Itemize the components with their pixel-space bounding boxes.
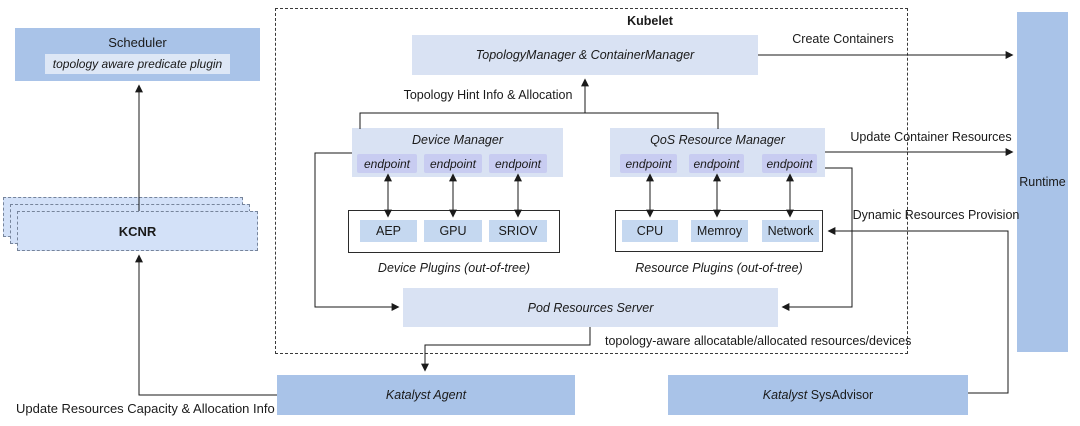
kcnr-box: KCNR (17, 211, 258, 251)
qos-resource-manager-title: QoS Resource Manager (650, 133, 785, 147)
katalyst-sysadvisor-italic: Katalyst (762, 388, 808, 402)
runtime-box: Runtime (1017, 12, 1068, 352)
endpoint-chip: endpoint (689, 154, 744, 173)
device-plugin-gpu: GPU (424, 220, 482, 242)
device-plugin-sriov: SRIOV (489, 220, 547, 242)
katalyst-sysadvisor-box: Katalyst SysAdvisor (668, 375, 968, 415)
edge-agent-to-kcnr (135, 254, 277, 396)
update-resources-capacity-label: Update Resources Capacity & Allocation I… (16, 401, 275, 416)
endpoint-chip: endpoint (620, 154, 677, 173)
endpoint-chip: endpoint (762, 154, 817, 173)
resource-plugin-cpu: CPU (622, 220, 678, 242)
topology-manager-box: TopologyManager & ContainerManager (412, 35, 758, 75)
pod-resources-server-box: Pod Resources Server (403, 288, 778, 327)
endpoint-chip: endpoint (489, 154, 547, 173)
kubelet-container (275, 8, 908, 354)
kubelet-label: Kubelet (627, 14, 673, 28)
scheduler-title: Scheduler (108, 35, 167, 50)
update-container-resources-label: Update Container Resources (850, 130, 1012, 144)
dynamic-resources-provision-label: Dynamic Resources Provision (852, 208, 1020, 222)
resource-plugin-memory: Memroy (691, 220, 748, 242)
topology-aware-predicate-plugin-box: topology aware predicate plugin (45, 54, 230, 74)
endpoint-chip: endpoint (357, 154, 417, 173)
topology-aware-resources-label: topology-aware allocatable/allocated res… (605, 334, 912, 348)
scheduler-box: Scheduler topology aware predicate plugi… (15, 28, 260, 81)
device-plugin-aep: AEP (360, 220, 417, 242)
katalyst-agent-box: Katalyst Agent (277, 375, 575, 415)
endpoint-chip: endpoint (424, 154, 482, 173)
katalyst-sysadvisor-rest: SysAdvisor (810, 388, 874, 402)
topology-hint-label: Topology Hint Info & Allocation (403, 88, 573, 102)
device-plugins-caption: Device Plugins (out-of-tree) (377, 261, 531, 275)
resource-plugins-caption: Resource Plugins (out-of-tree) (635, 261, 803, 275)
device-manager-title: Device Manager (411, 133, 503, 147)
resource-plugin-network: Network (762, 220, 819, 242)
create-containers-label: Create Containers (792, 32, 894, 46)
